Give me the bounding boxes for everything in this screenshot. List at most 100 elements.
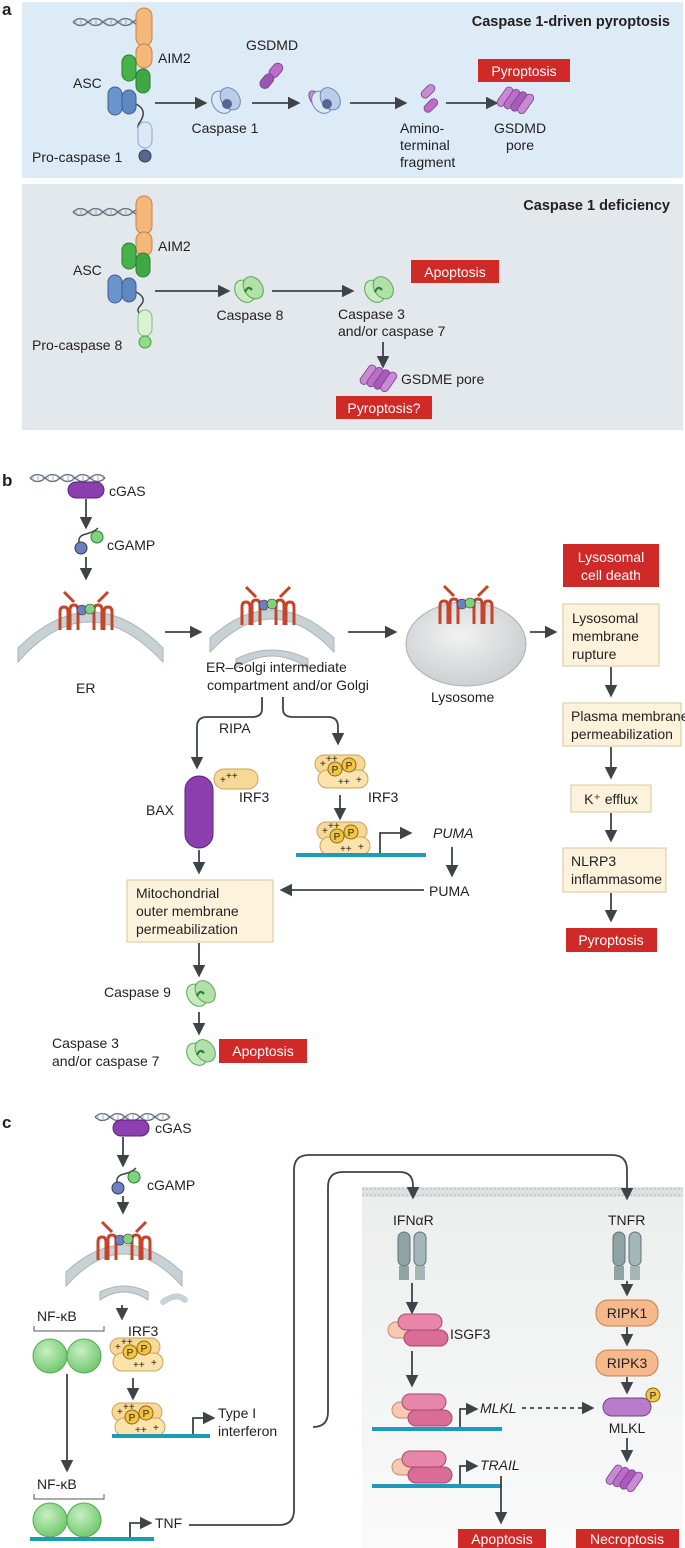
mlkl-protein-shape	[602, 1397, 652, 1417]
nlrp3-inflammasome-box	[562, 847, 667, 893]
irf3-label-c: IRF3	[128, 1323, 159, 1339]
arrow-golgi-to-irf3	[282, 697, 345, 746]
panel-a-bottom-title: Caspase 1 deficiency	[523, 198, 670, 214]
pro-caspase-1-label: Pro-caspase 1	[32, 149, 122, 165]
er-label: ER	[76, 680, 95, 696]
type1-ifn-line1: Type I	[218, 1405, 256, 1421]
apoptosis-badge-b	[219, 1039, 307, 1063]
nfkb-top-label: NF-κB	[37, 1308, 77, 1324]
pyroptosis-badge-b	[566, 928, 657, 952]
ergic-label-line2: compartment and/or Golgi	[207, 677, 369, 693]
k-efflux-box	[570, 784, 652, 813]
apoptosis-c-label: Apoptosis	[471, 1531, 532, 1547]
arrow-tnf-to-tnfr	[189, 1154, 634, 1526]
caspase-3-7-icon	[181, 1034, 221, 1071]
panel-label-c: c	[2, 1113, 11, 1132]
tnf-promoter-bar	[30, 1537, 154, 1541]
cgamp-shape	[74, 527, 104, 555]
arrow-transcription-puma	[379, 826, 413, 853]
isgf3-bound-shape	[391, 1393, 453, 1427]
irf3-dimer-icon	[314, 753, 369, 789]
irf3-label-a: IRF3	[239, 789, 270, 805]
pyroptosis-question-badge	[336, 396, 432, 419]
gsdmd-label: GSDMD	[246, 37, 298, 53]
type1-ifn-line2: interferon	[218, 1423, 277, 1439]
plasma-membrane-permeabilization-box	[562, 702, 682, 747]
cgas-label: cGAS	[109, 483, 146, 499]
pyroptosis-question-label: Pyroptosis?	[347, 400, 420, 416]
pmp-line2: permeabilization	[571, 726, 673, 742]
arrow-transcription-ifn	[192, 1411, 216, 1434]
apoptosis-b-label: Apoptosis	[232, 1043, 293, 1059]
puma-gene-label: PUMA	[433, 825, 473, 841]
asc-pyrin-shape	[121, 54, 137, 82]
irf3-dimer-icon	[109, 1336, 164, 1372]
ifnar-label: IFNαR	[393, 1212, 434, 1228]
tnfr-receptor-shape	[612, 1231, 642, 1280]
panel-a-top-title: Caspase 1-driven pyroptosis	[472, 14, 670, 30]
ripk1-shape	[595, 1299, 659, 1327]
asc-label: ASC	[73, 262, 102, 278]
momp-box	[126, 879, 274, 943]
apoptosis-badge	[411, 260, 499, 283]
cgas-label-c: cGAS	[155, 1120, 192, 1136]
asc-label: ASC	[73, 75, 102, 91]
nfkb-subunit-shape	[32, 1338, 68, 1374]
ifn-promoter-bar	[112, 1434, 210, 1438]
bax-label: BAX	[146, 802, 175, 818]
momp-line1: Mitochondrial	[136, 885, 219, 901]
svg-text:++: ++	[226, 771, 238, 782]
lysosome-label: Lysosome	[431, 689, 495, 705]
pro-caspase-1-shape	[137, 121, 153, 149]
tnfr-label: TNFR	[608, 1212, 645, 1228]
fragment-label-line1: Amino-	[400, 120, 445, 136]
svg-text:+: +	[220, 775, 226, 786]
nlrp3-line2: inflammasome	[571, 871, 662, 887]
phospho-icon	[645, 1387, 661, 1403]
cgas-shape	[112, 1119, 150, 1137]
isgf3-bound-shape-2	[391, 1450, 453, 1484]
trail-promoter-bar	[372, 1484, 502, 1488]
arrow-transcription-tnf	[129, 1516, 153, 1537]
irf3-bound-icon	[111, 1401, 166, 1437]
irf3-monomer-shape: + ++	[213, 768, 259, 790]
lmr-line3: rupture	[572, 646, 617, 662]
mlkl-promoter-bar	[372, 1427, 502, 1431]
ripk3-shape	[595, 1349, 659, 1377]
nfkb-bottom-label: NF-κB	[37, 1476, 77, 1492]
momp-line2: outer membrane	[136, 903, 239, 919]
arrow-transcription-mlkl	[459, 1402, 479, 1427]
bax-shape	[184, 775, 214, 849]
cgamp-label: cGAMP	[107, 537, 155, 553]
dna-icon	[29, 473, 106, 483]
golgi-membrane-shape	[209, 609, 335, 654]
irf3-bound-icon	[316, 820, 371, 856]
ripk3-label: RIPK3	[607, 1355, 648, 1371]
phospho-label: P	[650, 1391, 657, 1402]
caspase1-gsdmd-complex	[308, 87, 341, 114]
pyroptosis-b-label: Pyroptosis	[578, 932, 643, 948]
k-efflux-label: K⁺ efflux	[584, 791, 638, 807]
pro-caspase-8-label: Pro-caspase 8	[32, 337, 122, 353]
necroptosis-badge	[576, 1529, 679, 1548]
cgamp-shape	[111, 1167, 141, 1195]
caspase-8-label: Caspase 8	[217, 307, 284, 323]
caspase37-b-line1: Caspase 3	[52, 1035, 119, 1051]
caspase37-label-line1: Caspase 3	[338, 306, 405, 322]
tnf-label: TNF	[155, 1515, 182, 1531]
gsdmd-shape	[259, 62, 284, 89]
fragment-label-line3: fragment	[400, 154, 455, 170]
arrow-transcription-trail	[459, 1459, 479, 1484]
aim2-label: AIM2	[158, 50, 191, 66]
cgas-shape	[67, 481, 105, 499]
amino-terminal-fragment-shape	[420, 84, 439, 113]
ripa-label: RIPA	[219, 720, 251, 736]
panel-a-top-complex	[72, 7, 153, 163]
panel-a-bottom-background	[22, 184, 683, 430]
pyroptosis-badge-label: Pyroptosis	[491, 63, 556, 79]
mlkl-protein-label: MLKL	[609, 1420, 646, 1436]
apoptosis-badge-c	[458, 1529, 546, 1548]
caspase-9-icon	[181, 975, 221, 1012]
er-membrane-shape	[17, 611, 164, 664]
lysosomal-death-line1: Lysosomal	[578, 549, 644, 565]
